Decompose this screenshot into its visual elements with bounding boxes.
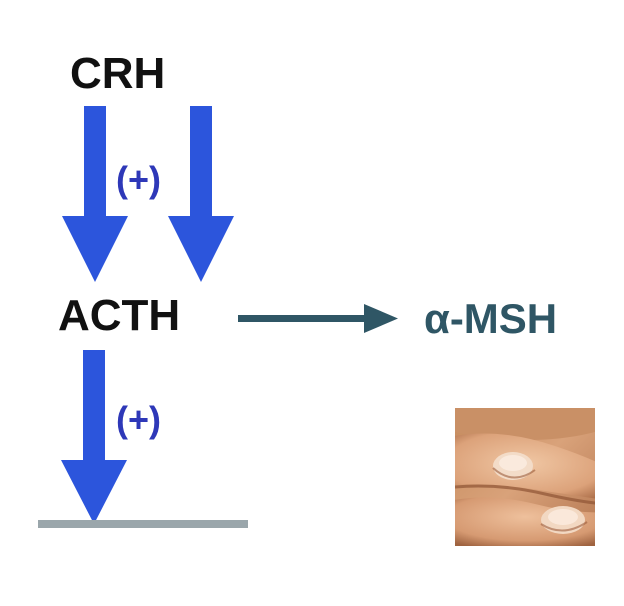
- fingernail-photo-icon: [455, 408, 595, 546]
- acth-label: ACTH: [58, 291, 181, 340]
- fingernail-hyperpigmentation-photo: [455, 408, 595, 546]
- crh-to-acth-left-arrow: [62, 106, 128, 282]
- crh-label: CRH: [70, 49, 166, 98]
- plus-top-label: (+): [116, 159, 161, 200]
- acth-down-arrow: [61, 350, 127, 524]
- acth-to-msh-arrow-shaft: [238, 315, 368, 322]
- target-baseline: [38, 520, 248, 528]
- crh-to-acth-right-arrow: [168, 106, 234, 282]
- plus-bottom-label: (+): [116, 399, 161, 440]
- acth-to-msh-arrow-head: [364, 304, 398, 333]
- alpha-msh-label: α-MSH: [424, 295, 558, 342]
